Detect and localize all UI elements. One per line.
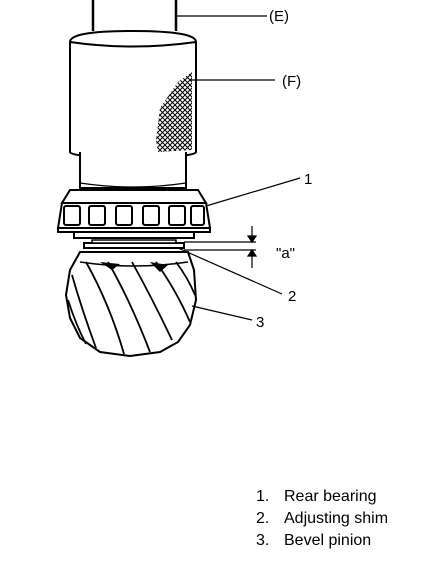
parts-legend: 1. Rear bearing 2. Adjusting shim 3. Bev… — [256, 486, 446, 552]
bevel-pinion — [64, 251, 198, 358]
tool-cylinder-f — [69, 29, 197, 159]
adjusting-shim — [83, 239, 185, 249]
tool-rods-e — [91, 0, 178, 31]
legend-item: 3. Bevel pinion — [256, 530, 446, 552]
legend-label: Adjusting shim — [284, 510, 389, 527]
callout-1: 1 — [304, 171, 312, 188]
callout-2: 2 — [288, 288, 296, 305]
dimension-a — [184, 226, 258, 268]
legend-number: 1. — [256, 488, 270, 505]
rear-bearing — [56, 189, 212, 239]
legend-number: 2. — [256, 510, 270, 527]
leader-lines — [176, 15, 301, 321]
callout-3: 3 — [256, 314, 264, 331]
callout-f: (F) — [282, 73, 301, 90]
tool-neck — [79, 152, 187, 189]
legend-label: Rear bearing — [284, 488, 377, 505]
legend-item: 1. Rear bearing — [256, 486, 446, 508]
callout-a: "a" — [276, 245, 295, 262]
legend-item: 2. Adjusting shim — [256, 508, 446, 530]
legend-number: 3. — [256, 532, 270, 549]
legend-label: Bevel pinion — [284, 532, 372, 549]
callout-e: (E) — [269, 8, 289, 25]
